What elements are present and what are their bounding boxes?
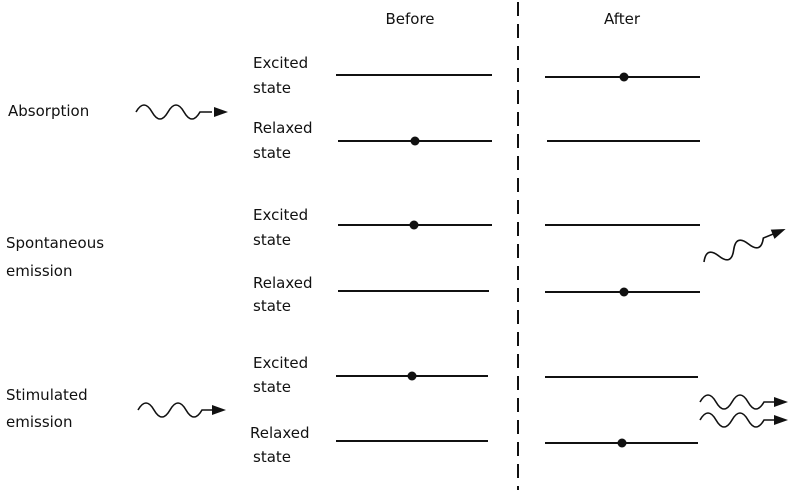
photon-wave (135, 104, 212, 120)
photon-wave (699, 412, 774, 428)
incoming-photon (135, 104, 228, 120)
level-label: Relaxed (253, 274, 313, 292)
process-absorption: Absorption Excited state Relaxed state (8, 54, 700, 162)
level-label: state (253, 144, 291, 162)
outgoing-photon (703, 229, 786, 263)
level-label: Excited (253, 354, 308, 372)
level-label: state (253, 231, 291, 249)
process-name-line2: emission (6, 413, 73, 431)
process-name-line1: Spontaneous (6, 234, 104, 252)
photon-arrowhead (774, 397, 788, 407)
photon-arrowhead (212, 405, 226, 415)
level-label: state (253, 378, 291, 396)
electron-after (617, 438, 627, 448)
before-header: Before (385, 10, 434, 28)
level-label: Relaxed (253, 119, 313, 137)
photon-wave (699, 394, 774, 410)
electron-before (407, 371, 417, 381)
incoming-photon (137, 402, 226, 418)
photon-wave (703, 232, 775, 263)
photon-arrowhead (214, 107, 228, 117)
process-name: Absorption (8, 102, 89, 120)
process-name-line2: emission (6, 262, 73, 280)
level-label: Excited (253, 54, 308, 72)
electron-before (409, 220, 419, 230)
electron-after (619, 72, 629, 82)
photon-wave (137, 402, 212, 418)
level-label: state (253, 297, 291, 315)
level-label: state (253, 79, 291, 97)
process-name-line1: Stimulated (6, 386, 88, 404)
process-spontaneous-emission: Spontaneous emission Excited state Relax… (6, 206, 786, 315)
photon-arrowhead (770, 229, 786, 239)
level-label: Excited (253, 206, 308, 224)
photon-arrowhead (774, 415, 788, 425)
after-header: After (604, 10, 641, 28)
electron-after (619, 287, 629, 297)
level-label: Relaxed (250, 424, 310, 442)
level-label: state (253, 448, 291, 466)
process-stimulated-emission: Stimulated emission Excited state Relaxe… (6, 354, 788, 466)
electron-before (410, 136, 420, 146)
outgoing-photon (699, 394, 788, 410)
outgoing-photon (699, 412, 788, 428)
